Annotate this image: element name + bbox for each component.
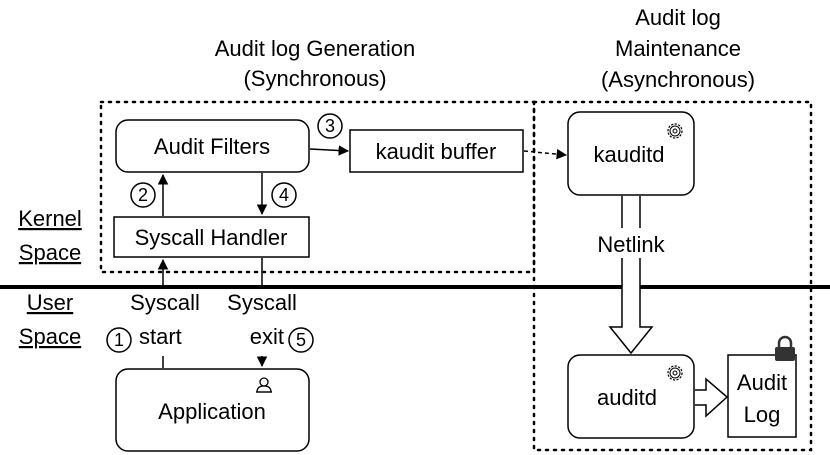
kauditd-label: kauditd [594, 142, 665, 167]
audit-filters-label: Audit Filters [154, 134, 270, 159]
generation-heading-line1: Audit log Generation [215, 36, 416, 61]
syscall-start-label-line1: Syscall [130, 290, 200, 315]
syscall-handler-box [113, 216, 310, 258]
syscall-exit-label-line1: Syscall [227, 290, 297, 315]
netlink-arrow [608, 196, 654, 355]
syscall-exit-label-line2: exit [250, 324, 284, 349]
kaudit-buffer-box [349, 129, 524, 173]
user-space-label-line2: Space [19, 324, 81, 349]
generation-heading-line2: (Synchronous) [243, 66, 386, 91]
maintenance-region [532, 100, 813, 452]
arrow-step-3 [309, 145, 350, 156]
syscall-start-label-line2: start [139, 324, 182, 349]
user-icon [256, 377, 272, 393]
step-3-circle [317, 113, 343, 139]
kernel-space-label-line2: Space [19, 240, 81, 265]
auditd-to-log-arrow [695, 377, 729, 418]
audit-log-box [727, 354, 797, 438]
kaudit-buffer-label: kaudit buffer [376, 139, 497, 164]
step-3-number: 3 [325, 116, 335, 136]
lock-icon [775, 335, 795, 361]
step-2-circle [130, 182, 156, 208]
maintenance-heading-line2: Maintenance [615, 36, 741, 61]
step-5-number: 5 [296, 330, 306, 350]
audit-filters-box [115, 119, 310, 173]
arrow-buffer-to-kauditd [523, 148, 568, 160]
user-space-label-line1: User [27, 290, 73, 315]
gear-icon [667, 123, 683, 139]
netlink-label-bg [585, 228, 677, 258]
maintenance-heading-line3: (Asynchronous) [601, 67, 755, 92]
auditd-box [567, 354, 695, 439]
generation-region [99, 100, 536, 274]
maintenance-heading-line1: Audit log [635, 5, 721, 30]
kauditd-box [567, 111, 695, 196]
audit-log-label-line1: Audit [737, 370, 787, 395]
syscall-handler-label: Syscall Handler [135, 225, 288, 250]
auditd-label: auditd [597, 385, 657, 410]
audit-log-label-line2: Log [744, 402, 781, 427]
step-1-number: 1 [114, 330, 124, 350]
step-4-number: 4 [279, 185, 289, 205]
step-5-circle [288, 327, 314, 353]
step-2-number: 2 [138, 185, 148, 205]
gear-icon [667, 365, 683, 381]
kernel-space-label-line1: Kernel [18, 206, 82, 231]
step-1-circle [106, 327, 132, 353]
netlink-label: Netlink [597, 232, 665, 257]
application-label: Application [158, 399, 266, 424]
step-4-circle [271, 182, 297, 208]
